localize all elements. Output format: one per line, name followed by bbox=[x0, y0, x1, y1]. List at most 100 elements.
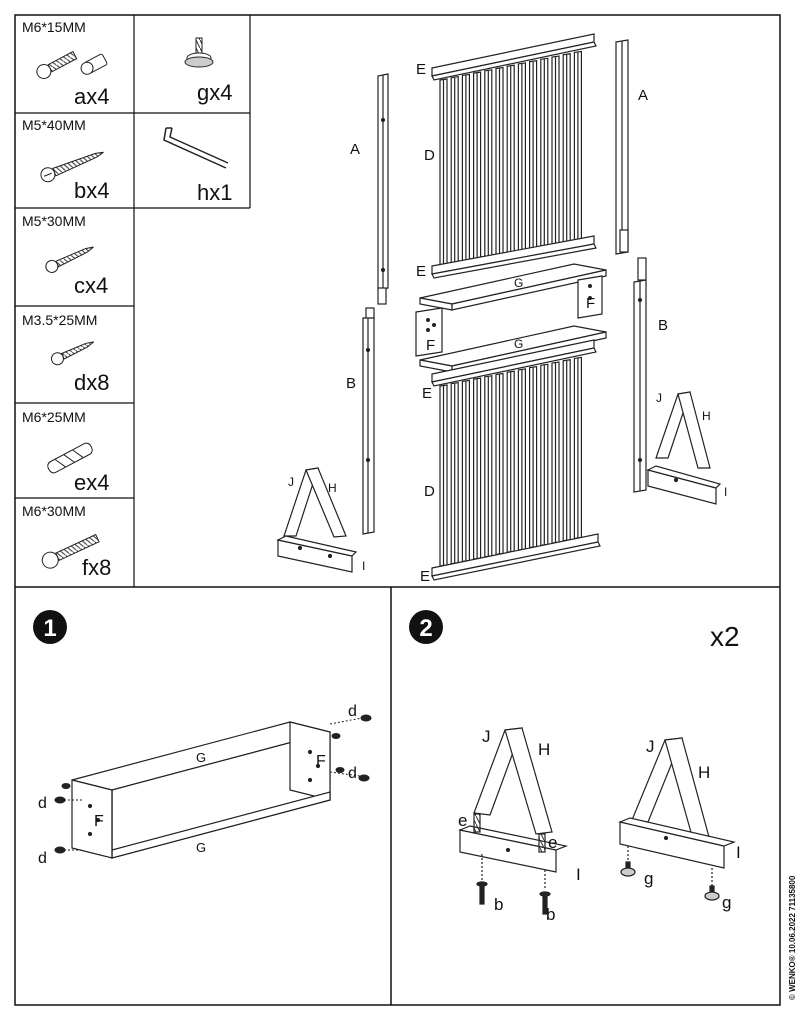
step-2-badge: 2 bbox=[409, 610, 443, 644]
hardware-cell-c: M5*30MM cx4 bbox=[22, 213, 108, 298]
step-1-label-g-bottom: G bbox=[196, 840, 206, 855]
left-foot-jh bbox=[283, 467, 347, 538]
label-a-left: A bbox=[350, 141, 360, 158]
step-1-label-d-2: d bbox=[348, 765, 357, 782]
label-j-left: J bbox=[288, 475, 294, 489]
step-1-screws-d bbox=[54, 714, 372, 854]
label-b-left: B bbox=[346, 375, 356, 392]
shelf-side-f-left bbox=[415, 307, 443, 357]
step-2-number: 2 bbox=[419, 615, 432, 642]
upper-panel-slats-d bbox=[439, 50, 583, 271]
step-1-panel: 1 bbox=[33, 610, 372, 867]
step-2-foot-g-2 bbox=[704, 885, 720, 901]
hardware-code-g: gx4 bbox=[197, 80, 232, 105]
label-g-top: G bbox=[514, 276, 523, 290]
step-1-label-f-left: F bbox=[94, 813, 104, 830]
hardware-code-a: ax4 bbox=[74, 84, 109, 109]
label-e-4: E bbox=[420, 568, 430, 585]
label-f-right: F bbox=[586, 295, 595, 312]
step-2-label-h-left: H bbox=[538, 740, 550, 759]
label-e-2: E bbox=[416, 263, 426, 280]
hardware-cell-h: hx1 bbox=[163, 127, 232, 205]
step-2-label-i-right: I bbox=[736, 843, 741, 862]
shelf-top-board-g bbox=[419, 263, 607, 311]
label-h-left: H bbox=[328, 481, 337, 495]
lower-panel-slats-d bbox=[439, 356, 583, 567]
step-2-label-i-left: I bbox=[576, 865, 581, 884]
hardware-size-f: M6*30MM bbox=[22, 503, 86, 519]
label-i-left: I bbox=[362, 559, 365, 573]
leveling-foot-icon bbox=[184, 37, 214, 68]
step-1-shelf-box bbox=[71, 721, 331, 859]
step-2-label-g-2: g bbox=[722, 893, 731, 912]
exploded-view-labels: A B J H I E D E G F F G E D E A B J H I bbox=[288, 61, 727, 585]
label-f-left: F bbox=[426, 337, 435, 354]
hardware-size-a: M6*15MM bbox=[22, 19, 86, 35]
label-j-right: J bbox=[656, 391, 662, 405]
footer-copyright: © WENKO® 10.06.2022 71135800 bbox=[788, 875, 797, 1000]
hardware-code-b: bx4 bbox=[74, 178, 109, 203]
hardware-size-e: M6*25MM bbox=[22, 409, 86, 425]
hardware-cell-b: M5*40MM bx4 bbox=[22, 117, 109, 203]
hardware-size-d: M3.5*25MM bbox=[22, 312, 97, 328]
step-1-label-d-1: d bbox=[348, 703, 357, 720]
hardware-table bbox=[15, 15, 251, 587]
hardware-cell-f: M6*30MM fx8 bbox=[22, 503, 111, 580]
screw-icon bbox=[45, 246, 94, 273]
step-2-label-e-1: e bbox=[458, 811, 467, 830]
label-a-right: A bbox=[638, 87, 648, 104]
page-frame bbox=[14, 14, 781, 1006]
dowel-icon bbox=[47, 442, 93, 474]
hardware-code-f: fx8 bbox=[82, 555, 111, 580]
step-1-label-d-4: d bbox=[38, 850, 47, 867]
hardware-size-b: M5*40MM bbox=[22, 117, 86, 133]
hardware-cell-g: gx4 bbox=[184, 37, 232, 105]
hardware-code-e: ex4 bbox=[74, 470, 109, 495]
allen-key-icon bbox=[163, 127, 229, 169]
step-1-label-g-top: G bbox=[196, 750, 206, 765]
left-post-b bbox=[362, 307, 375, 535]
hardware-size-c: M5*30MM bbox=[22, 213, 86, 229]
step-2-label-e-2: e bbox=[548, 833, 557, 852]
label-d-upper: D bbox=[424, 147, 435, 164]
right-foot-jh bbox=[655, 391, 711, 469]
hardware-code-c: cx4 bbox=[74, 273, 108, 298]
step-2-label-g-1: g bbox=[644, 869, 653, 888]
step-2-label-j-right: J bbox=[646, 737, 655, 756]
hardware-cell-e: M6*25MM ex4 bbox=[22, 409, 109, 495]
step-2-label-b-2: b bbox=[546, 905, 555, 924]
step-2-foot-g-1 bbox=[620, 861, 636, 877]
label-h-right: H bbox=[702, 409, 711, 423]
step-1-label-d-3: d bbox=[38, 795, 47, 812]
label-g-bottom: G bbox=[514, 337, 523, 351]
step-1-labels: G G F F d d d d bbox=[38, 703, 357, 867]
right-post-b bbox=[633, 257, 647, 493]
step-1-label-f-right: F bbox=[316, 753, 326, 770]
step-2-label-h-right: H bbox=[698, 763, 710, 782]
label-e-3: E bbox=[422, 385, 432, 402]
hardware-code-d: dx8 bbox=[74, 370, 109, 395]
step-2-panel: 2 x2 bbox=[409, 610, 741, 924]
hardware-cell-d: M3.5*25MM dx8 bbox=[22, 312, 109, 395]
hardware-cell-a: M6*15MM ax4 bbox=[22, 19, 109, 109]
label-b-right: B bbox=[658, 317, 668, 334]
bolt-and-barrel-nut-icon bbox=[36, 50, 108, 80]
step-2-right-assembly bbox=[617, 737, 737, 901]
upper-panel-bottom-rail-e bbox=[431, 235, 597, 279]
exploded-view bbox=[276, 33, 722, 581]
step-2-labels: J H e e I b b J H I g g bbox=[458, 727, 741, 924]
label-e-1: E bbox=[416, 61, 426, 78]
left-foot-bar-i bbox=[276, 535, 358, 573]
lower-panel-bottom-rail-e bbox=[431, 533, 601, 581]
long-screw-icon bbox=[40, 151, 104, 183]
label-d-lower: D bbox=[424, 483, 435, 500]
right-foot-bar-i bbox=[646, 465, 722, 505]
small-screw-icon bbox=[50, 341, 95, 366]
lower-panel-top-rail-e bbox=[431, 339, 597, 387]
right-post-a bbox=[615, 39, 629, 255]
shelf-side-f-right bbox=[577, 275, 603, 319]
step-2-left-assembly bbox=[457, 727, 569, 915]
step-2-screw-b-2 bbox=[539, 891, 551, 915]
step-2-label-b-1: b bbox=[494, 895, 503, 914]
